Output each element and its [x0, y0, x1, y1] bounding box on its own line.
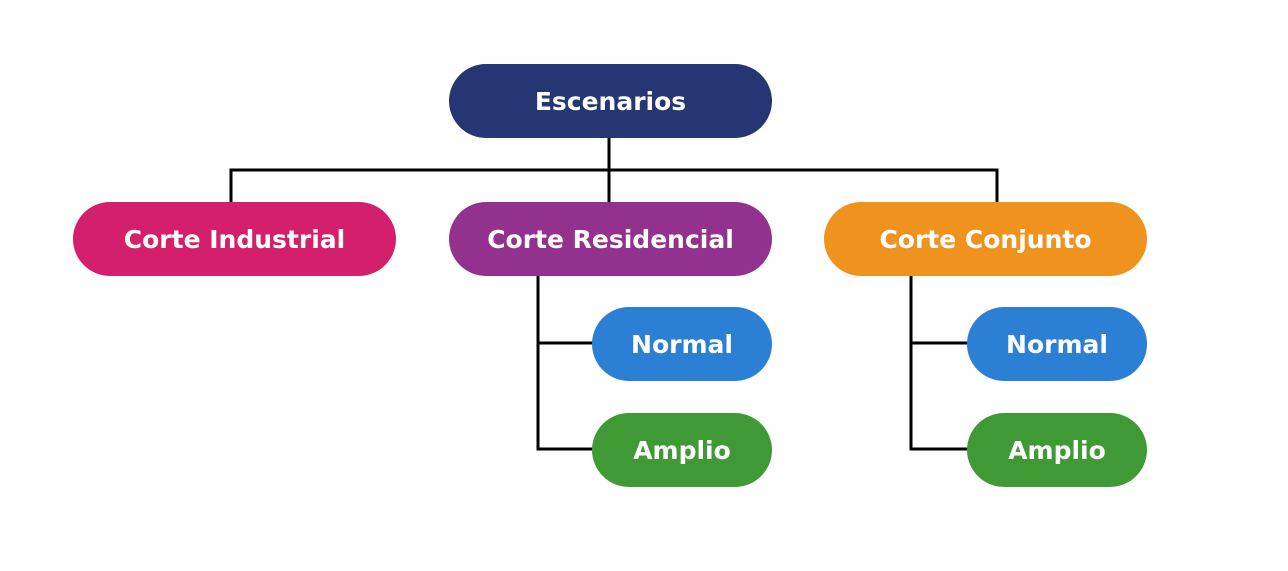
node-conjunto-normal-label: Normal — [1006, 329, 1108, 359]
node-corte-residencial: Corte Residencial — [449, 202, 772, 276]
node-residencial-normal: Normal — [592, 307, 772, 381]
node-corte-industrial: Corte Industrial — [73, 202, 396, 276]
node-corte-industrial-label: Corte Industrial — [123, 224, 346, 254]
node-escenarios: Escenarios — [449, 64, 772, 138]
node-corte-conjunto: Corte Conjunto — [824, 202, 1147, 276]
node-corte-conjunto-label: Corte Conjunto — [879, 224, 1092, 254]
node-residencial-amplio-label: Amplio — [633, 435, 731, 465]
node-corte-residencial-label: Corte Residencial — [487, 224, 734, 254]
node-escenarios-label: Escenarios — [534, 86, 687, 116]
node-conjunto-normal: Normal — [967, 307, 1147, 381]
node-residencial-normal-label: Normal — [631, 329, 733, 359]
node-residencial-amplio: Amplio — [592, 413, 772, 487]
node-conjunto-amplio: Amplio — [967, 413, 1147, 487]
node-conjunto-amplio-label: Amplio — [1008, 435, 1106, 465]
